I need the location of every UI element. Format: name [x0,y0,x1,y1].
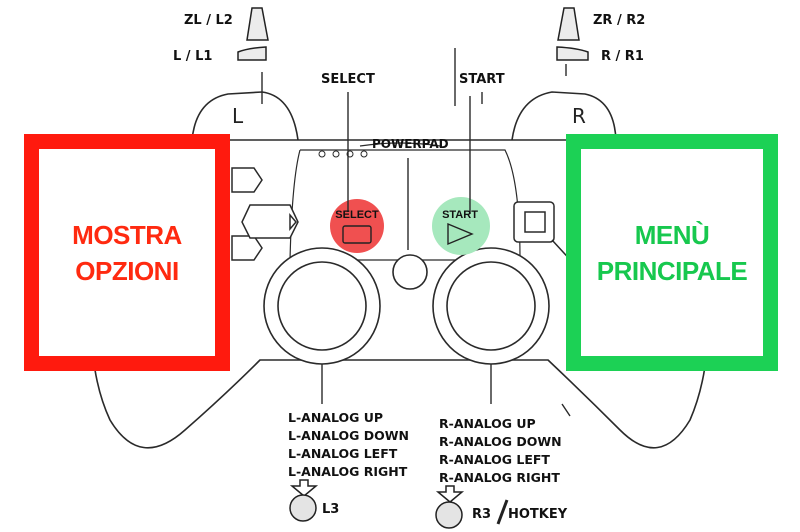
start-button-text: START [442,209,478,221]
r3-press-icon [435,501,463,529]
slash-icon [496,499,509,525]
left-stick-up: L-ANALOG UP [288,410,384,425]
right-analog-stick [432,247,550,365]
select-button-text: SELECT [335,209,379,221]
main-menu-line1: MENÙ [634,219,710,250]
dpad [231,167,299,261]
l-l1-icon [237,46,267,61]
right-stick-right: R-ANALOG RIGHT [439,470,560,485]
start-label: START [459,72,505,87]
right-stick-directions: R-ANALOG UP R-ANALOG DOWN R-ANALOG LEFT … [439,415,562,487]
right-stick-left: R-ANALOG LEFT [439,452,550,467]
l-l1-label: L / L1 [173,49,213,64]
l3-label: L3 [322,502,340,517]
powerpad-button [392,254,428,290]
r3-arrow-icon [435,485,465,503]
left-stick-right: L-ANALOG RIGHT [288,464,408,479]
zr-r2-label: ZR / R2 [593,13,646,28]
show-options-line2: OPZIONI [75,255,179,286]
show-options-box: MOSTRA OPZIONI [24,134,230,371]
left-stick-down: L-ANALOG DOWN [288,428,409,443]
zl-l2-icon [246,7,269,41]
select-label: SELECT [321,72,375,87]
start-highlight [432,197,490,255]
l3-arrow-icon [289,479,319,497]
face-buttons [513,201,576,266]
r-r1-icon [556,46,589,61]
left-stick-directions: L-ANALOG UP L-ANALOG DOWN L-ANALOG LEFT … [288,409,409,481]
zr-r2-icon [557,7,580,41]
zl-l2-label: ZL / L2 [184,13,233,28]
show-options-line1: MOSTRA [72,219,182,250]
main-menu-line2: PRINCIPALE [596,255,748,286]
right-stick-down: R-ANALOG DOWN [439,434,562,449]
right-shoulder [511,91,617,141]
powerpad-label: POWERPAD [372,137,449,151]
left-shoulder [191,91,299,141]
r3-label: R3 [472,507,492,522]
main-menu-box: MENÙ PRINCIPALE [566,134,778,371]
right-stick-up: R-ANALOG UP [439,416,536,431]
shoulder-l-mark: L [232,104,244,128]
hotkey-label: HOTKEY [508,507,568,522]
l3-press-icon [289,494,317,522]
r-r1-label: R / R1 [601,49,644,64]
shoulder-r-mark: R [572,104,586,128]
left-analog-stick [263,247,381,365]
left-stick-left: L-ANALOG LEFT [288,446,398,461]
